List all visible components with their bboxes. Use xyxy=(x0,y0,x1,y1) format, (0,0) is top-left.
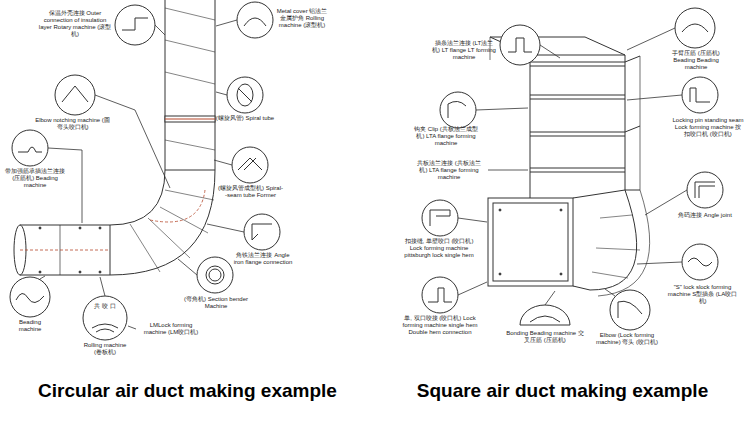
callout-label: 共板法兰连接 (共板法兰机) LTA flange forming machin… xyxy=(414,160,484,181)
callout-label: "S" lock slock forming machine S型插条 (LA咬… xyxy=(665,284,740,305)
callout-label: Bonding Beading machine 交叉压筋 (压筋机) xyxy=(505,330,585,344)
callout-label: Locking pin standing seam Lock forming m… xyxy=(672,117,744,138)
callout-label: (螺旋风管) Spiral tube xyxy=(215,115,275,122)
callout-label: 扣接缝, 单壁咬口 (咬口机) Lock forming machine pit… xyxy=(398,238,480,259)
panel-caption: Circular air duct making example xyxy=(0,380,375,402)
callout-label: LMLock forming machine (LM咬口机) xyxy=(140,322,202,336)
callout-label: Elbow (Lock forming machine) 弯头 (咬口机) xyxy=(592,332,662,346)
callout-label: 插条法兰连接 (LT法兰机) LT flange LT forming mach… xyxy=(432,40,496,61)
callout-label: 角码连接 Angle joint xyxy=(675,212,735,219)
callout-label: Metal cover 铝法兰金属护角 Rolling machine (滚型机… xyxy=(276,8,328,29)
callout-label: 带加强筋承插法兰连接 (压筋机) Beading machine xyxy=(4,168,66,189)
callout-label: Beading machine xyxy=(10,319,50,333)
callout-label: 角铁法兰连接 Angle iron flange connection xyxy=(232,252,294,266)
callout-label: 保温外壳连接 Outer connection of insulation la… xyxy=(38,10,112,38)
callout-label: Rolling machine (卷板机) xyxy=(80,342,130,356)
callout-label: 手臂压筋 (压筋机) Beading Beading machine xyxy=(662,50,730,71)
callout-label: 钩夹 Clip (共板法兰成型机) LTA flange forming mac… xyxy=(412,126,480,147)
callout-label: (弯角机) Section bender Machine xyxy=(180,296,252,310)
callout-label: Elbow notching machine (圆弯头咬口机) xyxy=(35,117,110,131)
callout-label: 共 咬 口 xyxy=(85,303,125,310)
callout-label: (螺旋风管成型机) Spiral--seam tube Former xyxy=(218,185,283,199)
panel-caption: Square air duct making example xyxy=(375,380,750,402)
callout-label: 单, 双口咬接 (咬口机) Lock forming machine singl… xyxy=(398,315,482,336)
